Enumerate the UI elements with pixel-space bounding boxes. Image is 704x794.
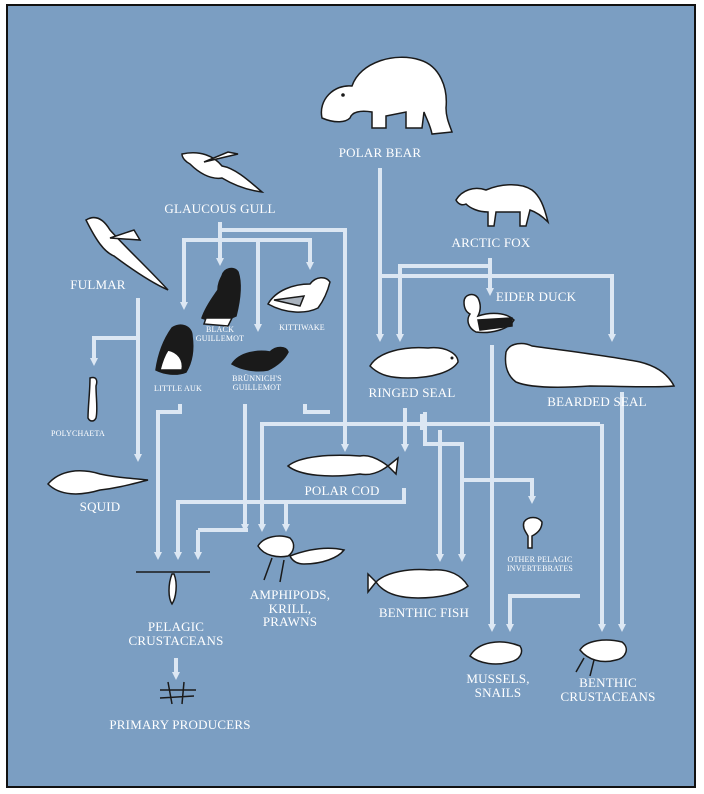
other-pelagic-invertebrates-icon [523,518,542,549]
polar-bear-icon [321,57,452,134]
ringed-seal-icon [370,348,458,378]
squid-label: SQUID [80,500,121,514]
arrow-gull-to-little-auk [184,222,220,306]
squid-icon [48,471,148,494]
arrow-birds-to-polar-cod [305,404,330,412]
arctic-fox-icon [456,185,548,226]
eider-duck-label: EIDER DUCK [496,290,576,304]
polar-bear-label: POLAR BEAR [339,146,422,160]
primary-producers-icon [160,682,196,704]
glaucous-gull-label: GLAUCOUS GULL [164,202,275,216]
amphipods-icon [258,536,344,582]
little-auk-label: LITTLE AUK [154,385,202,394]
benthic-fish-label: BENTHIC FISH [379,606,469,620]
arrow-gull-to-kittiwake [258,240,310,266]
mussels-snails-icon [470,642,522,664]
benthic-crustaceans-icon [576,640,626,676]
amphipods-krill-prawns-label: AMPHIPODS, KRILL, PRAWNS [250,588,330,629]
polychaeta-label: POLYCHAETA [51,430,105,439]
fulmar-label: FULMAR [70,278,125,292]
kittiwake-icon [268,278,330,312]
brunnichs-guillemot-icon [232,348,288,371]
ringed-seal-label: RINGED SEAL [368,386,455,400]
primary-producers-label: PRIMARY PRODUCERS [109,718,250,732]
little-auk-icon [156,325,193,374]
benthic-crustaceans-label: BENTHIC CRUSTACEANS [560,676,655,703]
arrow-benthic-to-crustaceans [510,596,580,628]
bearded-seal-label: BEARDED SEAL [547,395,647,409]
arctic-fox-label: ARCTIC FOX [452,236,531,250]
polychaeta-icon [88,377,97,421]
glaucous-gull-icon [182,152,262,192]
pelagic-crustaceans-label: PELAGIC CRUSTACEANS [128,620,223,647]
other-pelagic-invertebrates-label: OTHER PELAGIC INVERTEBRATES [507,556,573,574]
arrow-seals-to-amphipods [262,424,600,528]
mussels-snails-label: MUSSELS, SNAILS [466,672,529,699]
black-guillemot-label: BLACK GUILLEMOT [196,326,244,344]
polar-cod-icon [288,455,398,476]
pelagic-crustaceans-icon [136,572,210,604]
kittiwake-label: KITTIWAKE [279,324,325,333]
brunnichs-guillemot-label: BRÜNNICH'S GUILLEMOT [232,375,282,393]
benthic-fish-icon [368,570,468,599]
bearded-seal-icon [505,344,674,388]
arrow-fulmar-to-polychaeta [94,298,138,362]
polar-cod-label: POLAR COD [304,484,379,498]
black-guillemot-icon [202,269,240,326]
